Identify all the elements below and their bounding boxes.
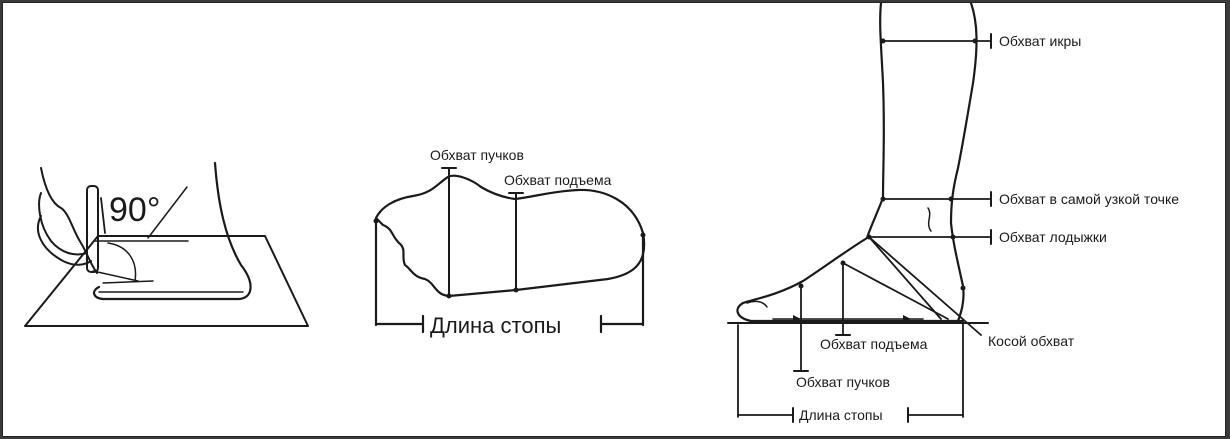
narrowest-girth-label: Обхват в самой узкой точке [999, 191, 1179, 207]
toenail [746, 300, 768, 308]
leg-side-view: Обхват икры Обхват в самой узкой точке О… [727, 3, 1179, 423]
pencil-tip-trace [92, 270, 139, 282]
ball-point [446, 293, 452, 299]
foot-length-label: Длина стопы [799, 407, 883, 423]
ball-girth-label: Обхват пучков [430, 147, 524, 163]
leg-front-outline [736, 3, 965, 323]
oblique-girth-label: Косой обхват [988, 333, 1075, 349]
angle-arc [107, 242, 137, 282]
foot-length-label: Длина стопы [430, 313, 561, 338]
sole-arrow-2 [903, 315, 911, 323]
heel-point-back [960, 285, 966, 291]
pencil-edge [100, 197, 106, 234]
hand-fingers-2 [36, 215, 92, 266]
leg-back-outline [949, 3, 978, 323]
foot-outline [93, 161, 252, 301]
ball-point [798, 283, 804, 289]
oblique-girth-line [868, 236, 982, 336]
calf-girth-label: Обхват икры [999, 33, 1081, 49]
instep-girth-label: Обхват подъема [504, 172, 612, 188]
pencil [86, 185, 99, 273]
calf-point-back [972, 38, 978, 44]
calf-point-front [880, 38, 886, 44]
instep-diagonal [842, 262, 949, 320]
narrow-point-back [948, 196, 954, 202]
ankle-bone-mark [927, 207, 932, 232]
foot-sole-outline [374, 174, 646, 298]
ankle-point-back [950, 234, 956, 240]
angle-ray-slanted [147, 186, 188, 239]
instep-girth-label: Обхват подъема [820, 336, 928, 352]
foot-measurement-diagram: 90° Обхват пучков Обхват подъема Длина с… [24, 3, 1179, 423]
paper-sheet [24, 235, 309, 327]
hand-outline [40, 167, 98, 274]
foot-trace-line-2 [102, 280, 154, 284]
hand-fingers [38, 192, 88, 256]
paper-measuring-illustration: 90° [24, 161, 309, 327]
angle-label: 90° [109, 191, 160, 229]
ball-girth-label: Обхват пучков [796, 374, 890, 390]
ankle-girth-label: Обхват лодыжки [999, 229, 1107, 245]
foot-top-view: Обхват пучков Обхват подъема Длина стопы [373, 147, 646, 338]
oblique-inner-line [868, 236, 942, 320]
instep-point [513, 287, 519, 293]
sole-arrow-1 [793, 315, 801, 323]
instep-point [840, 260, 846, 266]
narrow-point-front [880, 196, 886, 202]
